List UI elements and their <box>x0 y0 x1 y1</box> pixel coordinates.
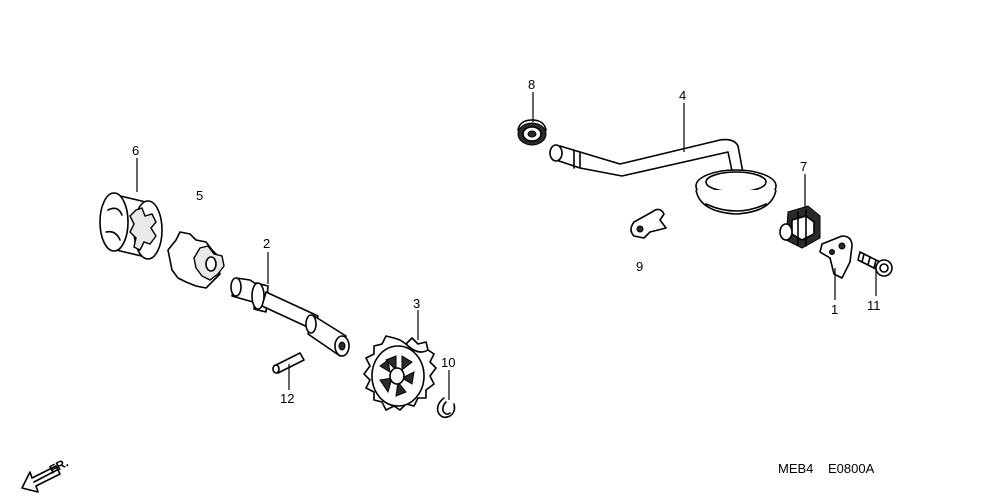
driven-sprocket-part <box>363 335 437 411</box>
inner-rotor-part <box>167 231 225 289</box>
figure-code: E0800A <box>828 461 875 476</box>
bolt-part <box>857 251 893 277</box>
rubber-mount-part <box>779 205 821 249</box>
callout-9: 9 <box>636 259 643 274</box>
model-code: MEB4 <box>778 461 813 476</box>
pump-shaft-part <box>230 277 350 357</box>
callout-6: 6 <box>132 143 139 158</box>
grommet-part <box>517 119 547 146</box>
dowel-pin-part <box>272 352 305 374</box>
callout-2: 2 <box>263 236 270 251</box>
front-direction-indicator: FR. <box>21 455 71 493</box>
callout-12: 12 <box>280 391 294 406</box>
callout-3: 3 <box>413 296 420 311</box>
oil-strainer-pipe-part <box>549 138 777 215</box>
callout-11: 11 <box>867 298 881 313</box>
callout-7: 7 <box>800 159 807 174</box>
callout-8: 8 <box>528 77 535 92</box>
setting-plate-part <box>630 208 667 239</box>
callout-10: 10 <box>441 355 455 370</box>
snap-ring-part <box>436 397 456 419</box>
outer-rotor-part <box>99 192 163 260</box>
callout-1: 1 <box>831 302 838 317</box>
callout-5: 5 <box>196 188 203 203</box>
bracket-part <box>819 235 853 279</box>
callout-4: 4 <box>679 88 686 103</box>
